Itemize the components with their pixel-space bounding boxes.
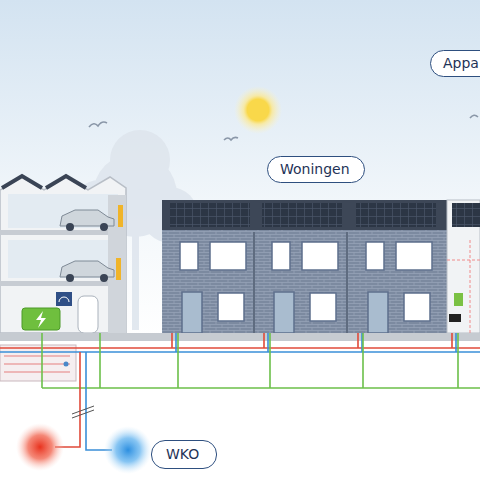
pill-text: Appa [443,54,480,72]
label-pill: Appa [430,50,480,77]
pill-text: Woningen [280,160,352,178]
pill-text: WKO [166,445,202,463]
label-pill: WKO [151,440,217,469]
label-pill: Woningen [267,156,365,183]
